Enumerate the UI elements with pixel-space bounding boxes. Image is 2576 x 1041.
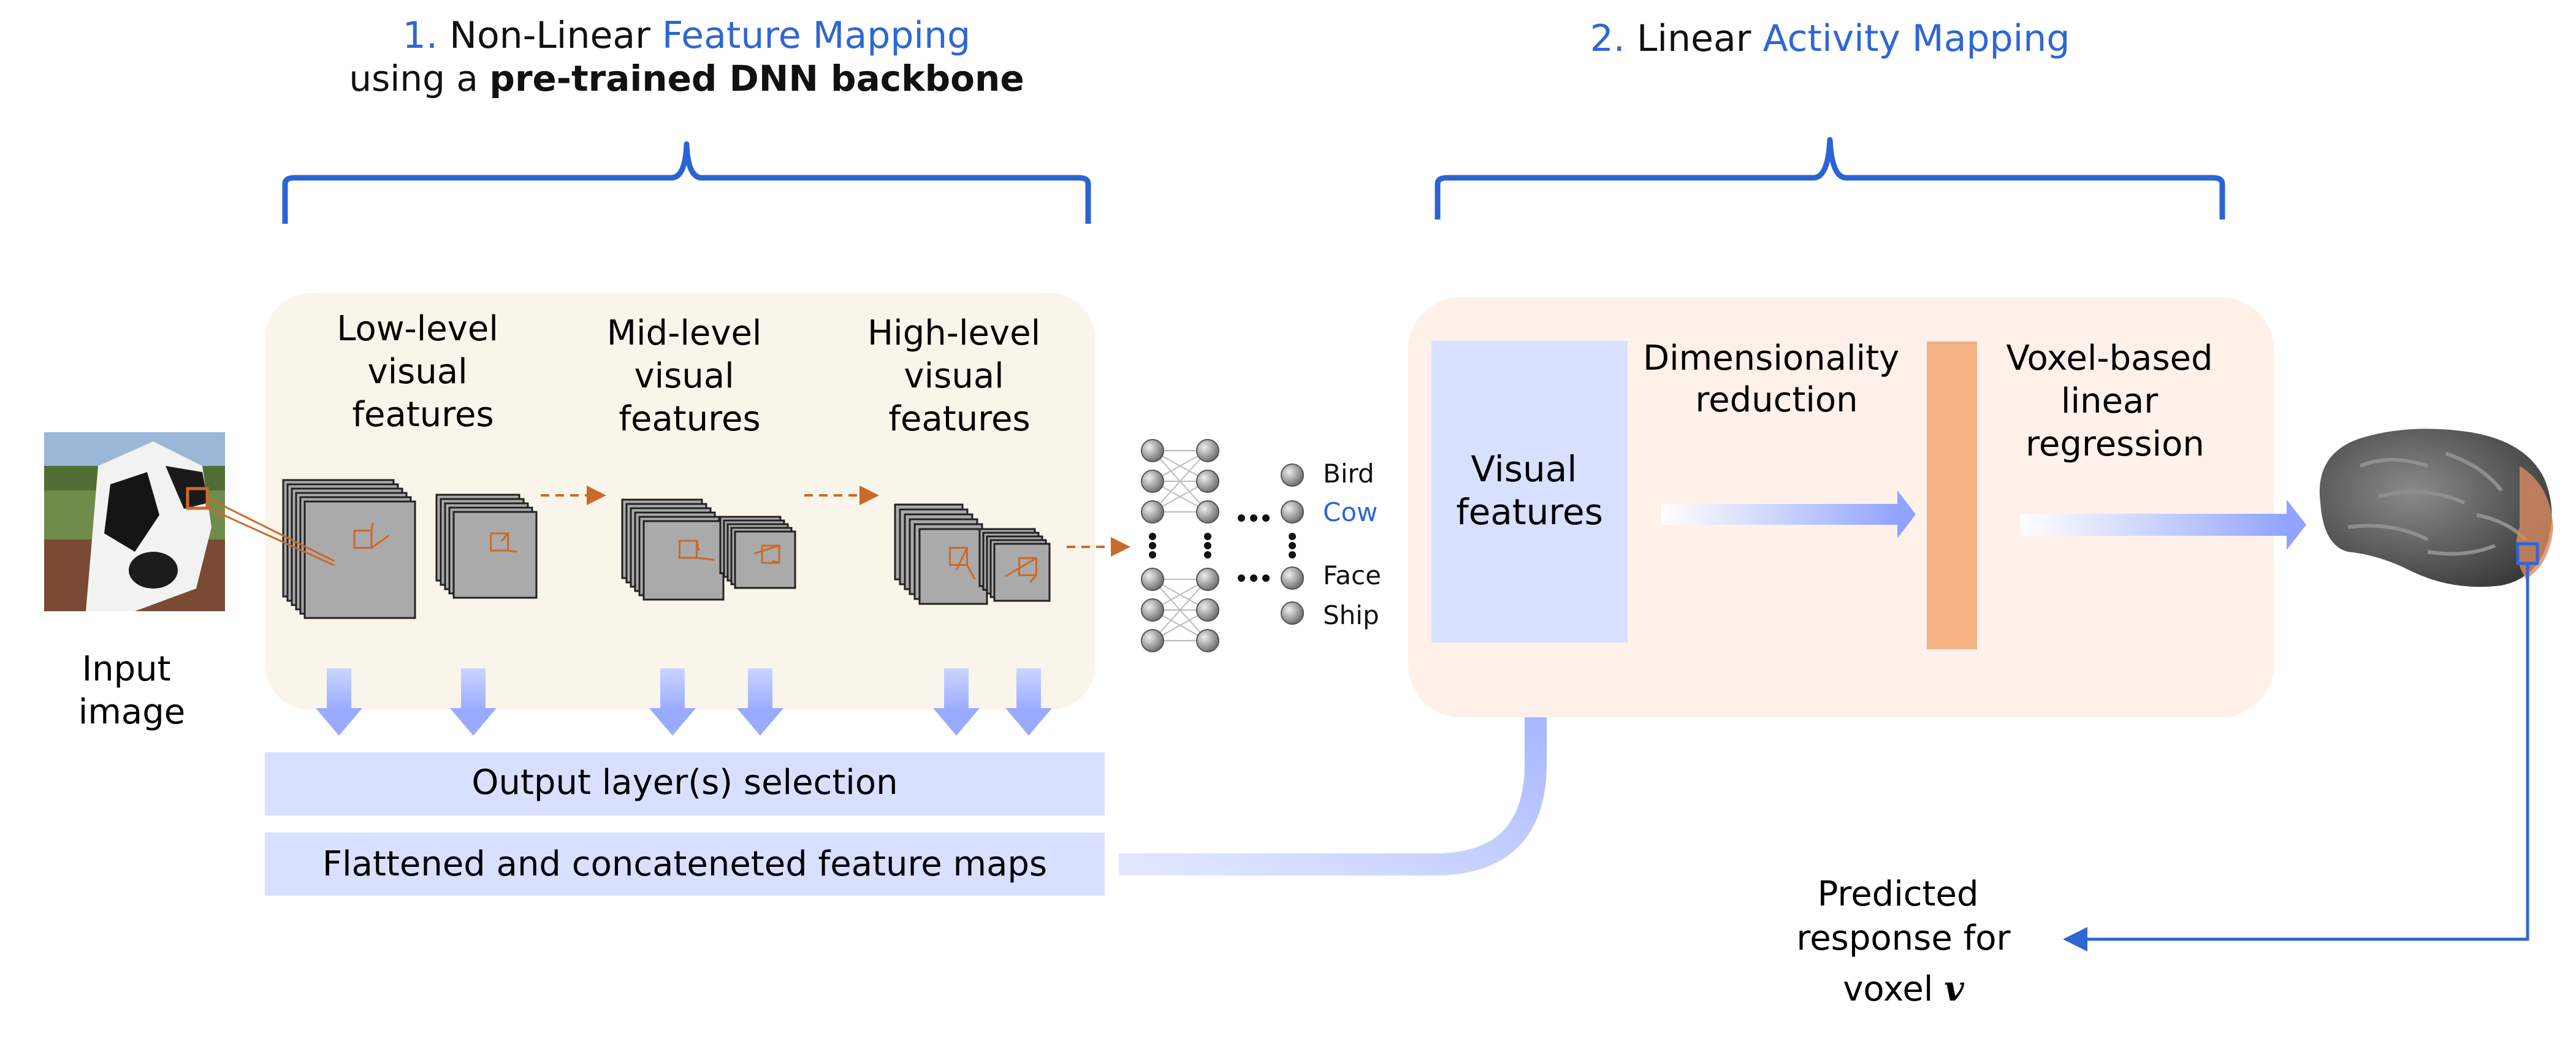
class-label-face: Face — [1323, 560, 1381, 590]
down-arrow-2 — [450, 668, 497, 736]
class-label-ship: Ship — [1323, 600, 1379, 630]
zoom-line-2 — [207, 506, 335, 566]
brain-surface-icon — [2319, 429, 2553, 587]
stack-mid-2-patch — [761, 544, 780, 564]
visual-features-label: Visual features — [1456, 448, 1603, 533]
feature-map-stacks — [282, 479, 1051, 619]
stack-mid-1 — [621, 498, 725, 601]
regression-arrowhead — [2287, 500, 2306, 550]
down-arrow-1 — [316, 668, 362, 736]
down-arrow-6 — [1005, 668, 1052, 736]
reduction-bar — [1927, 341, 1977, 649]
section2-title: 2. Linear Activity Mapping — [1590, 17, 2070, 60]
down-arrow-4 — [737, 668, 783, 736]
stack-low-2 — [435, 494, 538, 599]
down-arrow-5 — [933, 668, 980, 736]
output-layer-label: Output layer(s) selection — [471, 763, 897, 803]
stack-mid-2 — [719, 516, 796, 589]
section1-title: 1. Non-Linear Feature Mapping — [403, 14, 970, 57]
stack-low-2-patch — [490, 532, 509, 552]
down-arrow-3 — [649, 668, 696, 736]
voxel-to-prediction-arrow — [2063, 563, 2529, 951]
level-label-high: High-level visual features — [867, 313, 1051, 439]
predicted-voxel-label: voxel v — [1843, 969, 1965, 1009]
level-label-low: Low-level visual features — [337, 309, 509, 435]
section1-bracket — [282, 141, 1091, 224]
class-label-bird: Bird — [1323, 459, 1374, 489]
dim-arrow-shaft — [1661, 504, 1900, 525]
stack-low-1 — [282, 479, 416, 619]
visual-features-box — [1431, 341, 1628, 643]
section1-subtitle: using a pre-trained DNN backbone — [349, 58, 1024, 99]
regression-arrow-shaft — [2020, 514, 2290, 536]
stack-high-1 — [894, 503, 988, 605]
dim-arrowhead — [1897, 490, 1916, 538]
dim-reduction-label: Dimensionality reduction — [1643, 338, 1910, 420]
neural-network-icon — [1141, 439, 1304, 652]
stack-low-1-patch — [353, 530, 373, 549]
zoom-line-1 — [207, 497, 335, 562]
output-layer-box — [265, 752, 1105, 815]
class-label-cow: Cow — [1323, 497, 1378, 527]
stack-high-2 — [978, 528, 1051, 602]
stack-mid-1-patch — [679, 540, 698, 559]
flattened-label: Flattened and concateneted feature maps — [322, 844, 1047, 884]
flattened-to-visual-arrow — [1119, 693, 1547, 875]
stack-high-2-patch — [1018, 557, 1037, 576]
section2-bracket — [1435, 137, 2225, 219]
cow-photo-icon — [44, 432, 225, 611]
level-label-mid: Mid-level visual features — [607, 313, 773, 439]
flattened-box — [265, 833, 1105, 896]
voxel-regression-label: Voxel-based linear regression — [2006, 338, 2224, 464]
input-image-label: Input image — [78, 649, 185, 732]
predicted-response-label: Predicted response for — [1796, 874, 2011, 958]
down-arrows — [316, 668, 1052, 736]
